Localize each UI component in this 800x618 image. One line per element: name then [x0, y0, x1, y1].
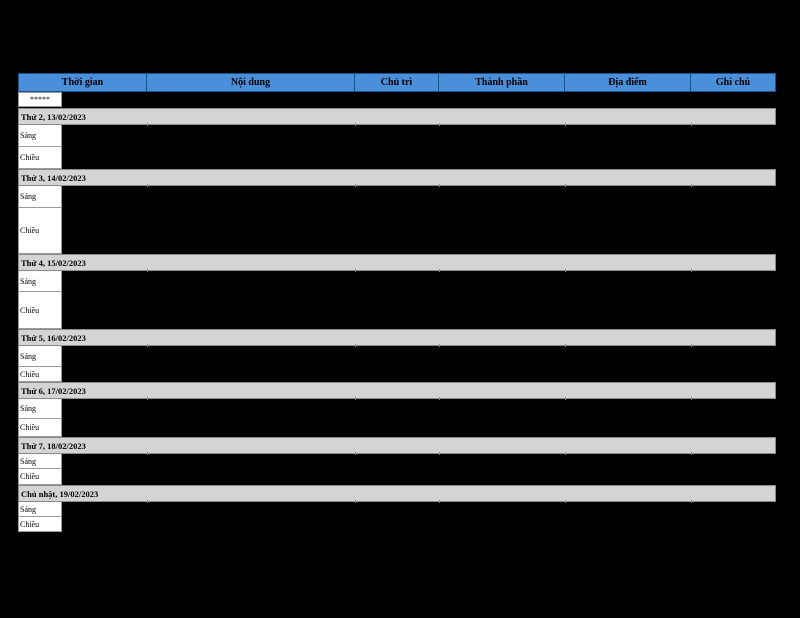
column-divider-tick: [565, 452, 566, 455]
day-header-friday: Thứ 6, 17/02/2023: [18, 382, 776, 400]
header-time: Thời gian: [18, 73, 147, 92]
slot-morning: Sáng: [18, 502, 62, 517]
column-divider-tick: [691, 123, 692, 126]
day-header-wednesday: Thứ 4, 15/02/2023: [18, 254, 776, 272]
header-location: Địa điểm: [564, 73, 691, 92]
slot-morning: Sáng: [18, 125, 62, 147]
slot-afternoon: Chiều: [18, 419, 62, 437]
day-label: Thứ 6, 17/02/2023: [21, 385, 86, 396]
column-divider-tick: [565, 269, 566, 272]
column-divider-tick: [565, 500, 566, 503]
weekly-schedule-table: Thời gian Nội dung Chủ trì Thành phần Đị…: [18, 73, 776, 532]
column-divider-tick: [439, 123, 440, 126]
header-chair: Chủ trì: [354, 73, 439, 92]
day-header-monday: Thứ 2, 13/02/2023: [18, 108, 776, 126]
day-label: Thứ 7, 18/02/2023: [21, 440, 86, 451]
slot-afternoon: Chiều: [18, 367, 62, 382]
column-divider-tick: [147, 500, 148, 503]
column-divider-tick: [439, 344, 440, 347]
table-header-row: Thời gian Nội dung Chủ trì Thành phần Đị…: [18, 73, 776, 92]
slot-morning: Sáng: [18, 346, 62, 367]
slot-afternoon: Chiều: [18, 208, 62, 254]
column-divider-tick: [439, 500, 440, 503]
column-divider-tick: [147, 269, 148, 272]
day-label: Chủ nhật, 19/02/2023: [21, 488, 99, 499]
header-participants: Thành phần: [438, 73, 565, 92]
slot-afternoon: Chiều: [18, 517, 62, 532]
column-divider-tick: [439, 397, 440, 400]
column-divider-tick: [147, 344, 148, 347]
column-divider-tick: [691, 452, 692, 455]
column-divider-tick: [691, 500, 692, 503]
column-divider-tick: [565, 123, 566, 126]
day-header-thursday: Thứ 5, 16/02/2023: [18, 329, 776, 347]
column-divider-tick: [439, 269, 440, 272]
column-divider-tick: [147, 452, 148, 455]
column-divider-tick: [355, 500, 356, 503]
slot-morning: Sáng: [18, 186, 62, 208]
day-header-saturday: Thứ 7, 18/02/2023: [18, 437, 776, 455]
placeholder-cell: *****: [18, 92, 62, 107]
column-divider-tick: [355, 344, 356, 347]
column-divider-tick: [355, 184, 356, 187]
column-divider-tick: [565, 184, 566, 187]
column-divider-tick: [691, 184, 692, 187]
slot-afternoon: Chiều: [18, 292, 62, 329]
day-header-tuesday: Thứ 3, 14/02/2023: [18, 169, 776, 187]
header-content: Nội dung: [146, 73, 355, 92]
day-header-sunday: Chủ nhật, 19/02/2023: [18, 485, 776, 503]
column-divider-tick: [439, 452, 440, 455]
slot-afternoon: Chiều: [18, 469, 62, 485]
day-label: Thứ 2, 13/02/2023: [21, 111, 86, 122]
day-label: Thứ 5, 16/02/2023: [21, 332, 86, 343]
column-divider-tick: [355, 269, 356, 272]
column-divider-tick: [439, 184, 440, 187]
column-divider-tick: [355, 123, 356, 126]
header-notes: Ghi chú: [690, 73, 776, 92]
slot-afternoon: Chiều: [18, 147, 62, 169]
day-label: Thứ 4, 15/02/2023: [21, 257, 86, 268]
column-divider-tick: [565, 397, 566, 400]
column-divider-tick: [147, 397, 148, 400]
column-divider-tick: [355, 397, 356, 400]
slot-morning: Sáng: [18, 399, 62, 419]
slot-morning: Sáng: [18, 454, 62, 469]
column-divider-tick: [355, 452, 356, 455]
slot-morning: Sáng: [18, 271, 62, 292]
column-divider-tick: [147, 184, 148, 187]
column-divider-tick: [147, 123, 148, 126]
column-divider-tick: [691, 269, 692, 272]
column-divider-tick: [691, 344, 692, 347]
column-divider-tick: [565, 344, 566, 347]
day-label: Thứ 3, 14/02/2023: [21, 172, 86, 183]
column-divider-tick: [691, 397, 692, 400]
